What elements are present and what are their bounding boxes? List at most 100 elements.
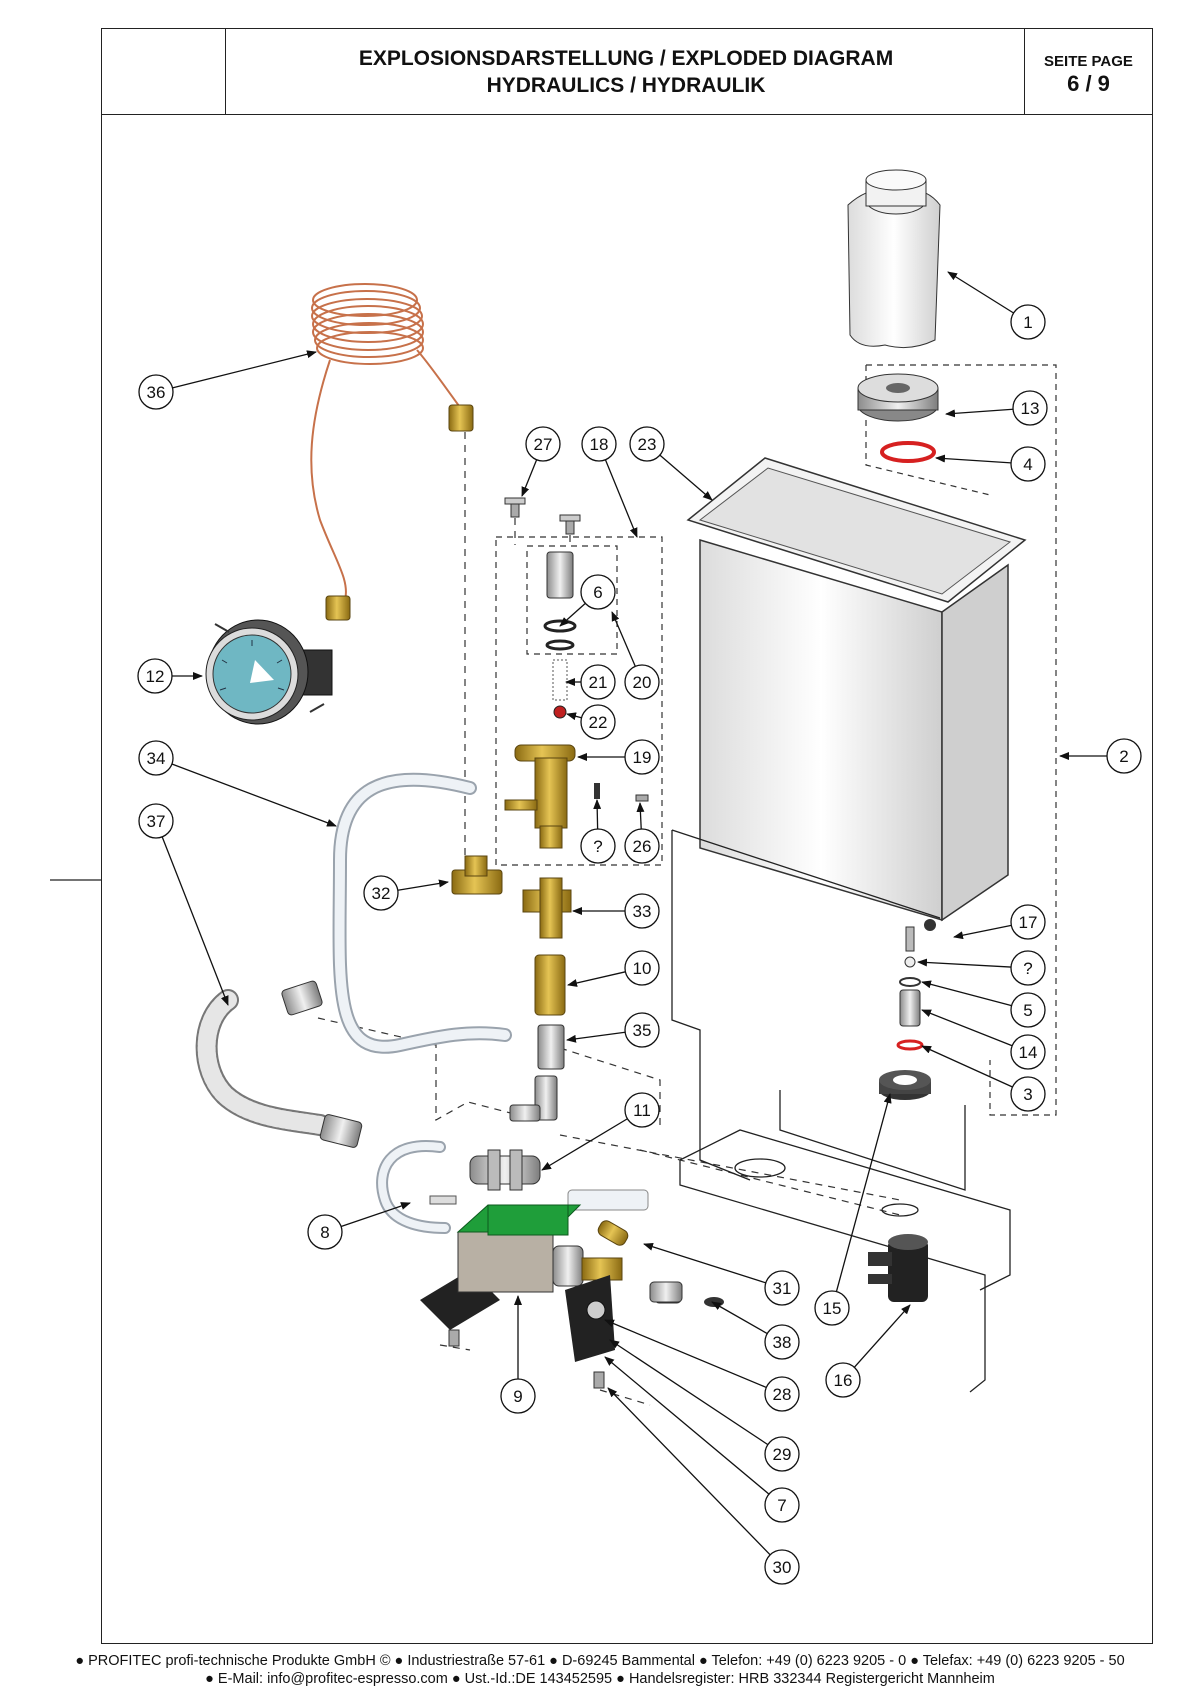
callout-circle-c29 xyxy=(764,1436,800,1472)
callout-label-c13: 13 xyxy=(1021,399,1040,418)
callout-label-c27: 27 xyxy=(534,435,553,454)
u-hose xyxy=(376,1139,457,1234)
footer: ● PROFITEC profi-technische Produkte Gmb… xyxy=(0,1652,1200,1688)
callout-label-c17: 17 xyxy=(1019,913,1038,932)
callout-label-c15: 15 xyxy=(823,1299,842,1318)
callout-label-c22: 22 xyxy=(589,713,608,732)
callout-label-c33: 33 xyxy=(633,902,652,921)
callout-label-c35: 35 xyxy=(633,1021,652,1040)
callout-label-c28: 28 xyxy=(773,1385,792,1404)
logo-cell xyxy=(102,29,226,114)
title-line-1: EXPLOSIONSDARSTELLUNG / EXPLODED DIAGRAM xyxy=(358,47,894,70)
tee-fitting-32 xyxy=(451,855,503,895)
nut-15 xyxy=(879,1070,931,1100)
callout-label-c36: 36 xyxy=(147,383,166,402)
callout-circle-c21 xyxy=(580,664,616,700)
callout-circle-cq2 xyxy=(1010,950,1046,986)
vibration-pump xyxy=(420,1204,682,1389)
leader-line-c38 xyxy=(711,1301,768,1335)
callout-circle-c11 xyxy=(624,1092,660,1128)
leader-line-c34 xyxy=(171,763,337,827)
callout-label-c7: 7 xyxy=(777,1496,786,1515)
o-ring-4 xyxy=(880,441,936,463)
callout-circle-c13 xyxy=(1012,390,1048,426)
callout-label-c3: 3 xyxy=(1023,1085,1032,1104)
leader-line-c31 xyxy=(643,1242,767,1284)
leader-line-c4 xyxy=(935,454,1012,464)
leader-line-c5 xyxy=(921,980,1012,1007)
callout-label-c34: 34 xyxy=(147,749,166,768)
leader-line-c10 xyxy=(567,971,626,987)
leader-line-c16 xyxy=(853,1304,911,1368)
callout-label-c18: 18 xyxy=(590,435,609,454)
callout-circle-c22 xyxy=(580,704,616,740)
callout-circle-c34 xyxy=(138,740,174,776)
callout-label-c23: 23 xyxy=(638,435,657,454)
leader-line-c17 xyxy=(953,924,1012,940)
leader-line-c6 xyxy=(559,602,586,627)
callout-label-c12: 12 xyxy=(146,667,165,686)
callout-label-c29: 29 xyxy=(773,1445,792,1464)
page-label: SEITE PAGE xyxy=(1044,53,1133,70)
copper-capillary-coil xyxy=(310,283,463,601)
leader-line-c26 xyxy=(636,802,645,830)
footer-company-line: ● PROFITEC profi-technische Produkte Gmb… xyxy=(75,1653,1125,1669)
callout-circle-c32 xyxy=(363,875,399,911)
inline-filter xyxy=(469,1149,649,1211)
callout-label-c4: 4 xyxy=(1023,455,1032,474)
callout-label-cq1: ? xyxy=(593,837,602,856)
connector-35 xyxy=(537,1024,565,1070)
leader-line-c14 xyxy=(921,1009,1013,1047)
callout-circle-c27 xyxy=(525,426,561,462)
silicone-hose xyxy=(332,772,512,1054)
leader-line-c35 xyxy=(566,1031,626,1043)
leader-line-c1 xyxy=(947,271,1014,314)
callout-circle-c20 xyxy=(624,664,660,700)
page-number: 6 / 9 xyxy=(1067,71,1110,96)
callout-label-c1: 1 xyxy=(1023,313,1032,332)
callout-label-c31: 31 xyxy=(773,1279,792,1298)
callout-label-c16: 16 xyxy=(834,1371,853,1390)
callout-circle-c3 xyxy=(1010,1076,1046,1112)
callout-circle-c33 xyxy=(624,893,660,929)
callout-circle-c35 xyxy=(624,1012,660,1048)
check-valve-10 xyxy=(534,954,566,1016)
callout-label-c32: 32 xyxy=(372,884,391,903)
callout-circle-c36 xyxy=(138,374,174,410)
callout-label-cq2: ? xyxy=(1023,959,1032,978)
leader-line-c8 xyxy=(340,1202,411,1228)
callout-label-c6: 6 xyxy=(593,583,602,602)
leader-line-c3 xyxy=(921,1045,1013,1088)
leader-line-c23 xyxy=(659,454,713,501)
leader-line-cq1 xyxy=(593,799,602,830)
leader-line-cq2 xyxy=(917,958,1012,968)
callout-circle-c19 xyxy=(624,739,660,775)
leader-line-c29 xyxy=(609,1339,769,1446)
callout-label-c19: 19 xyxy=(633,748,652,767)
callout-label-c21: 21 xyxy=(589,673,608,692)
callout-label-c30: 30 xyxy=(773,1558,792,1577)
leader-line-c20 xyxy=(611,611,636,667)
leader-line-c13 xyxy=(945,408,1014,418)
leader-line-c15 xyxy=(835,1093,892,1292)
callout-label-c26: 26 xyxy=(633,837,652,856)
page-indicator: SEITE PAGE 6 / 9 xyxy=(1024,29,1152,114)
leader-line-c11 xyxy=(541,1118,628,1171)
callout-circle-c28 xyxy=(764,1376,800,1412)
diagram-title: EXPLOSIONSDARSTELLUNG / EXPLODED DIAGRAM… xyxy=(226,29,1026,114)
callout-circle-c15 xyxy=(814,1290,850,1326)
leader-line-c18 xyxy=(604,459,638,538)
leader-line-c7 xyxy=(604,1356,770,1495)
callout-circle-c37 xyxy=(138,803,174,839)
elbow-fitting xyxy=(509,1075,558,1122)
callout-circle-c8 xyxy=(307,1214,343,1250)
callout-label-c37: 37 xyxy=(147,812,166,831)
callout-circle-c9 xyxy=(500,1378,536,1414)
callout-label-c11: 11 xyxy=(633,1101,651,1120)
leader-line-c36 xyxy=(172,350,317,389)
tank-outlet-parts xyxy=(896,926,924,1051)
footer-contact-line: ● E-Mail: info@profitec-espresso.com ● U… xyxy=(205,1671,995,1687)
tank-bracket xyxy=(671,829,1011,1393)
